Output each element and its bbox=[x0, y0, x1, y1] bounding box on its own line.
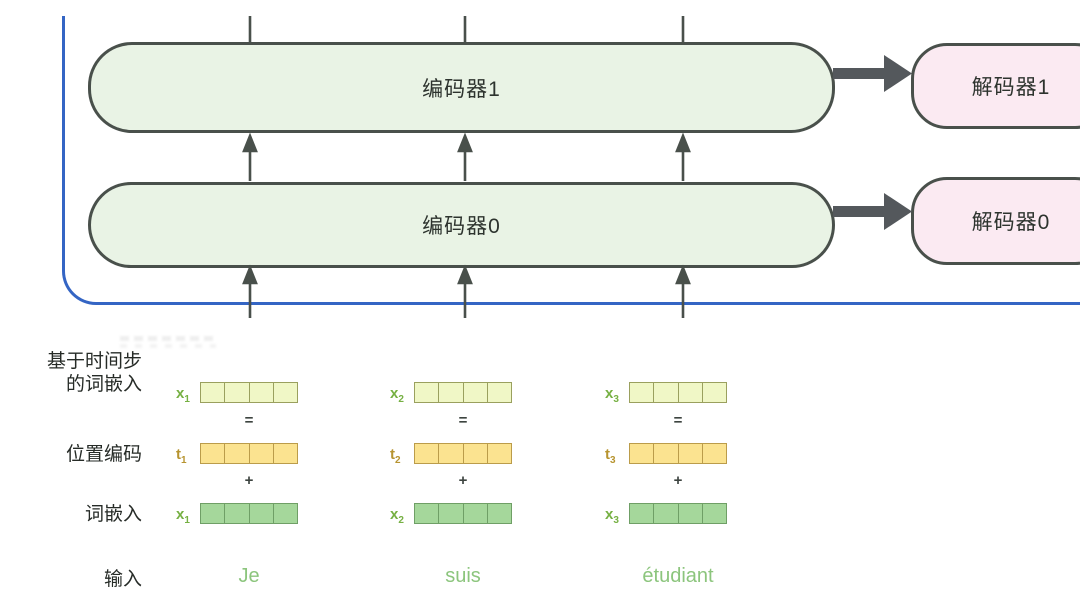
input-word: suis bbox=[445, 565, 481, 587]
embedding-column-3: x3 = t3 + x3 étudiant bbox=[605, 380, 735, 600]
x1-timestep-label: x1 bbox=[176, 385, 190, 405]
vector-cell bbox=[654, 444, 679, 463]
encoder-to-decoder-arrows bbox=[833, 55, 912, 230]
x3-timestep-label: x3 bbox=[605, 385, 619, 405]
x1-wordembed-label: x1 bbox=[176, 506, 190, 526]
vector-cell bbox=[250, 383, 274, 402]
label-positional-encoding: 位置编码 bbox=[65, 444, 142, 465]
up-arrows-bottom bbox=[242, 264, 691, 318]
vector-cell bbox=[274, 444, 297, 463]
positional-encoding-vector bbox=[200, 443, 298, 464]
up-arrow-stubs-top bbox=[248, 16, 685, 42]
vector-cell bbox=[250, 444, 274, 463]
vector-cell bbox=[464, 383, 488, 402]
vector-cell bbox=[225, 504, 250, 523]
decoder-0-label: 解码器0 bbox=[971, 211, 1051, 234]
plus-sign: + bbox=[244, 472, 254, 489]
vector-cell bbox=[654, 504, 679, 523]
vector-cell bbox=[488, 444, 511, 463]
vector-cell bbox=[464, 444, 488, 463]
vector-cell bbox=[415, 504, 440, 523]
equals-sign: = bbox=[244, 412, 254, 429]
vector-cell bbox=[679, 444, 703, 463]
vector-cell bbox=[274, 383, 297, 402]
vector-cell bbox=[415, 444, 440, 463]
vector-cell bbox=[630, 444, 655, 463]
vector-cell bbox=[201, 383, 226, 402]
timestep-embedding-vector bbox=[200, 382, 298, 403]
word-embedding-vector bbox=[200, 503, 298, 524]
label-timestep-embedding: 基于时间步 的词嵌入 bbox=[46, 351, 142, 395]
equals-sign: = bbox=[458, 412, 468, 429]
x3-wordembed-label: x3 bbox=[605, 506, 619, 526]
word-embedding-vector bbox=[414, 503, 512, 524]
vector-cell bbox=[274, 504, 297, 523]
vector-cell bbox=[439, 504, 464, 523]
t1-positional-label: t1 bbox=[176, 446, 187, 466]
faded-text-artifact bbox=[120, 336, 216, 349]
vector-cell bbox=[225, 383, 250, 402]
embedding-column-2: x2 = t2 + x2 suis bbox=[390, 380, 520, 600]
t3-positional-label: t3 bbox=[605, 446, 616, 466]
decoder-1-box: 解码器1 bbox=[911, 43, 1080, 129]
vector-cell bbox=[703, 504, 726, 523]
vector-cell bbox=[439, 383, 464, 402]
up-arrows-middle bbox=[242, 132, 691, 181]
encoder-0-box: 编码器0 bbox=[88, 182, 835, 268]
vector-cell bbox=[415, 383, 440, 402]
vector-cell bbox=[488, 383, 511, 402]
equals-sign: = bbox=[673, 412, 683, 429]
label-input: 输入 bbox=[103, 569, 142, 590]
vector-cell bbox=[439, 444, 464, 463]
input-word: Je bbox=[238, 565, 260, 587]
plus-sign: + bbox=[458, 472, 468, 489]
encoder-1-label: 编码器1 bbox=[422, 77, 501, 101]
x2-wordembed-label: x2 bbox=[390, 506, 404, 526]
vector-cell bbox=[201, 444, 226, 463]
t2-positional-label: t2 bbox=[390, 446, 401, 466]
timestep-embedding-vector bbox=[629, 382, 727, 403]
timestep-embedding-vector bbox=[414, 382, 512, 403]
vector-cell bbox=[464, 504, 488, 523]
vector-cell bbox=[703, 444, 726, 463]
label-word-embedding: 词嵌入 bbox=[84, 504, 142, 525]
vector-cell bbox=[630, 504, 655, 523]
decoder-1-label: 解码器1 bbox=[971, 76, 1051, 99]
vector-cell bbox=[679, 383, 703, 402]
encoder-0-label: 编码器0 bbox=[422, 215, 501, 238]
embedding-column-1: x1 = t1 + x1 Je bbox=[176, 380, 306, 600]
blue-boundary-line bbox=[62, 16, 1080, 305]
decoder-0-box: 解码器0 bbox=[911, 177, 1080, 265]
input-word: étudiant bbox=[642, 565, 714, 587]
x2-timestep-label: x2 bbox=[390, 385, 404, 405]
vector-cell bbox=[703, 383, 726, 402]
encoder-1-box: 编码器1 bbox=[88, 42, 835, 133]
positional-encoding-vector bbox=[629, 443, 727, 464]
vector-cell bbox=[630, 383, 655, 402]
vector-cell bbox=[679, 504, 703, 523]
vector-cell bbox=[654, 383, 679, 402]
vector-cell bbox=[225, 444, 250, 463]
vector-cell bbox=[488, 504, 511, 523]
plus-sign: + bbox=[673, 472, 683, 489]
vector-cell bbox=[250, 504, 274, 523]
positional-encoding-vector bbox=[414, 443, 512, 464]
vector-cell bbox=[201, 504, 226, 523]
word-embedding-vector bbox=[629, 503, 727, 524]
